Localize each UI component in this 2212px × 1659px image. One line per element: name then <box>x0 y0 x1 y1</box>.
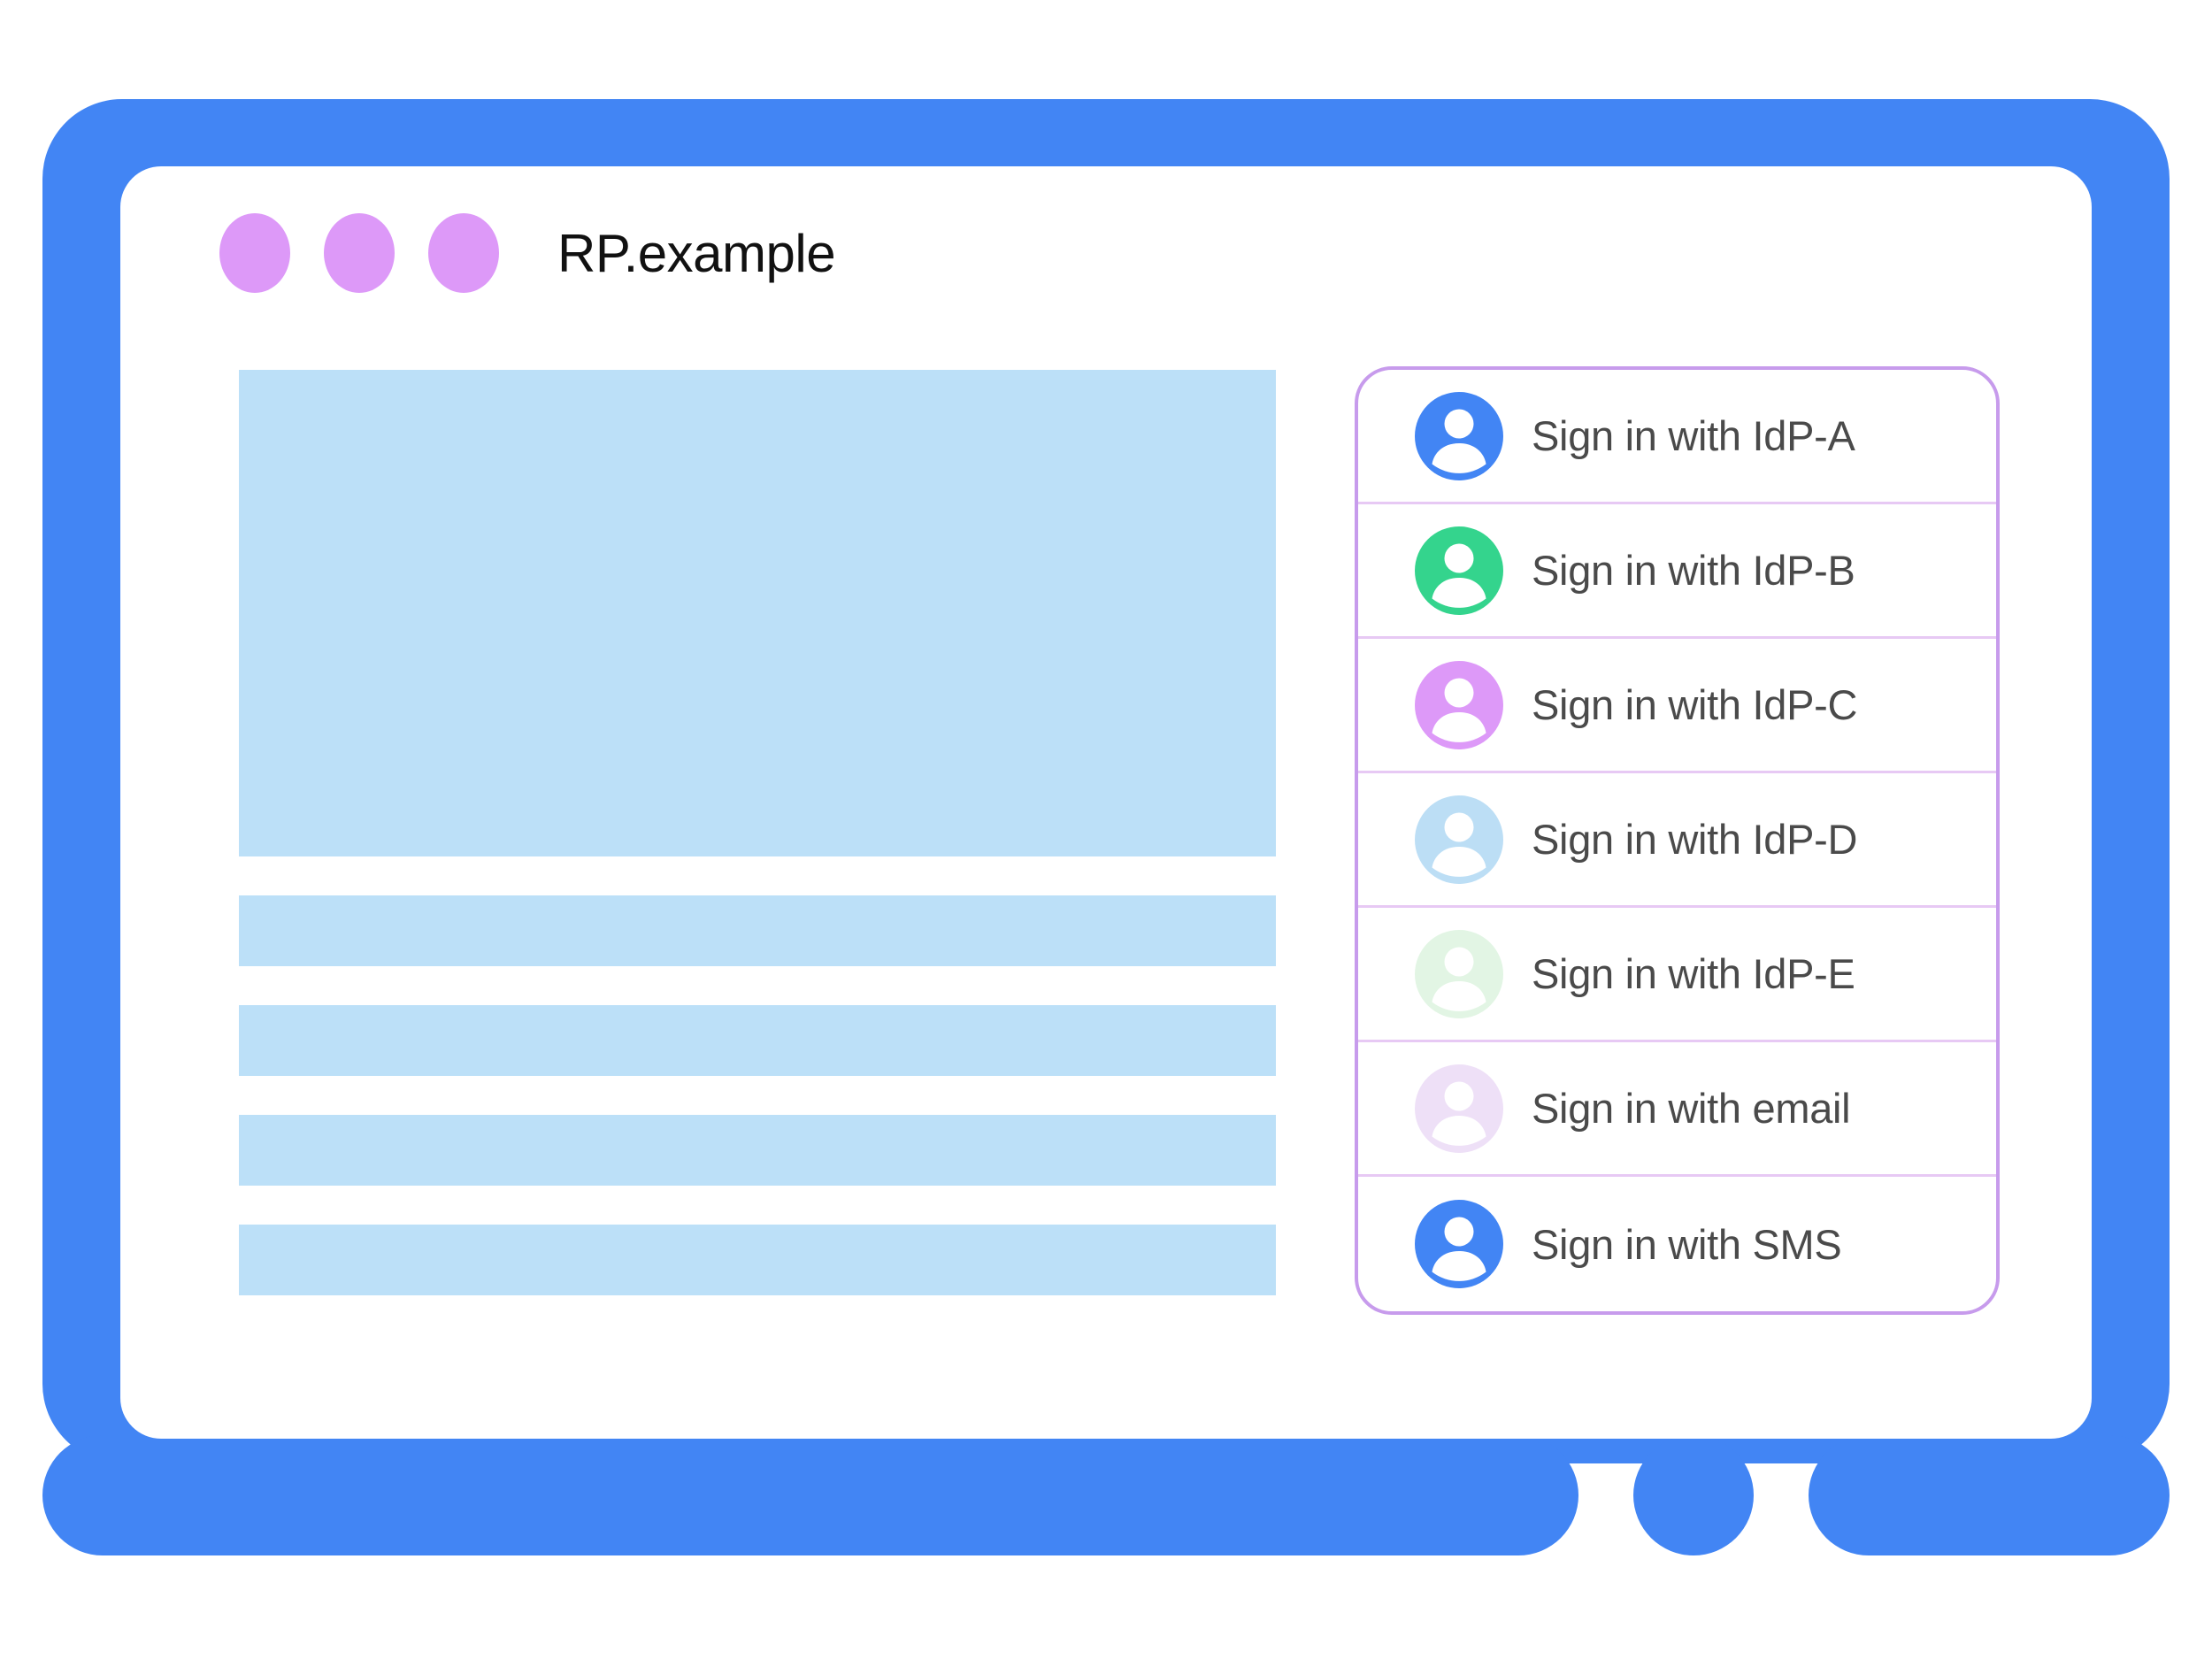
page-title: RP.example <box>557 223 836 283</box>
window-minimize-dot[interactable] <box>324 213 395 293</box>
signin-option-label: Sign in with IdP-C <box>1532 681 1858 728</box>
avatar-icon <box>1415 795 1503 884</box>
signin-option-label: Sign in with email <box>1532 1085 1851 1132</box>
content-block-bar-1 <box>239 895 1276 966</box>
signin-option-label: Sign in with SMS <box>1532 1220 1842 1268</box>
signin-option[interactable]: Sign in with IdP-B <box>1358 504 1996 639</box>
signin-option[interactable]: Sign in with IdP-D <box>1358 773 1996 908</box>
page-content-skeleton <box>239 370 1276 1295</box>
avatar-icon <box>1415 526 1503 615</box>
window-maximize-dot[interactable] <box>428 213 499 293</box>
avatar-icon <box>1415 929 1503 1018</box>
signin-option-label: Sign in with IdP-D <box>1532 816 1858 863</box>
signin-option[interactable]: Sign in with IdP-E <box>1358 908 1996 1042</box>
signin-account-chooser: Sign in with IdP-A Sign in with IdP-B Sign… <box>1355 366 2000 1315</box>
browser-titlebar: RP.example <box>120 166 2092 340</box>
content-block-bar-2 <box>239 1005 1276 1076</box>
avatar-icon <box>1415 1200 1503 1288</box>
avatar-icon <box>1415 1064 1503 1153</box>
signin-option-label: Sign in with IdP-E <box>1532 950 1855 997</box>
signin-option[interactable]: Sign in with email <box>1358 1042 1996 1177</box>
device-bezel-bottom-right <box>1809 1435 2170 1555</box>
signin-option[interactable]: Sign in with IdP-C <box>1358 639 1996 773</box>
home-button[interactable] <box>1633 1435 1754 1555</box>
content-block-bar-4 <box>239 1225 1276 1295</box>
content-block-bar-3 <box>239 1115 1276 1186</box>
avatar-icon <box>1415 660 1503 749</box>
window-close-dot[interactable] <box>219 213 290 293</box>
signin-option-label: Sign in with IdP-B <box>1532 547 1855 594</box>
avatar-icon <box>1415 391 1503 480</box>
signin-option[interactable]: Sign in with IdP-A <box>1358 370 1996 504</box>
device-bezel-bottom-left <box>42 1435 1578 1555</box>
signin-option[interactable]: Sign in with SMS <box>1358 1177 1996 1311</box>
content-block-hero <box>239 370 1276 856</box>
window-controls <box>219 213 499 293</box>
signin-option-label: Sign in with IdP-A <box>1532 412 1855 459</box>
